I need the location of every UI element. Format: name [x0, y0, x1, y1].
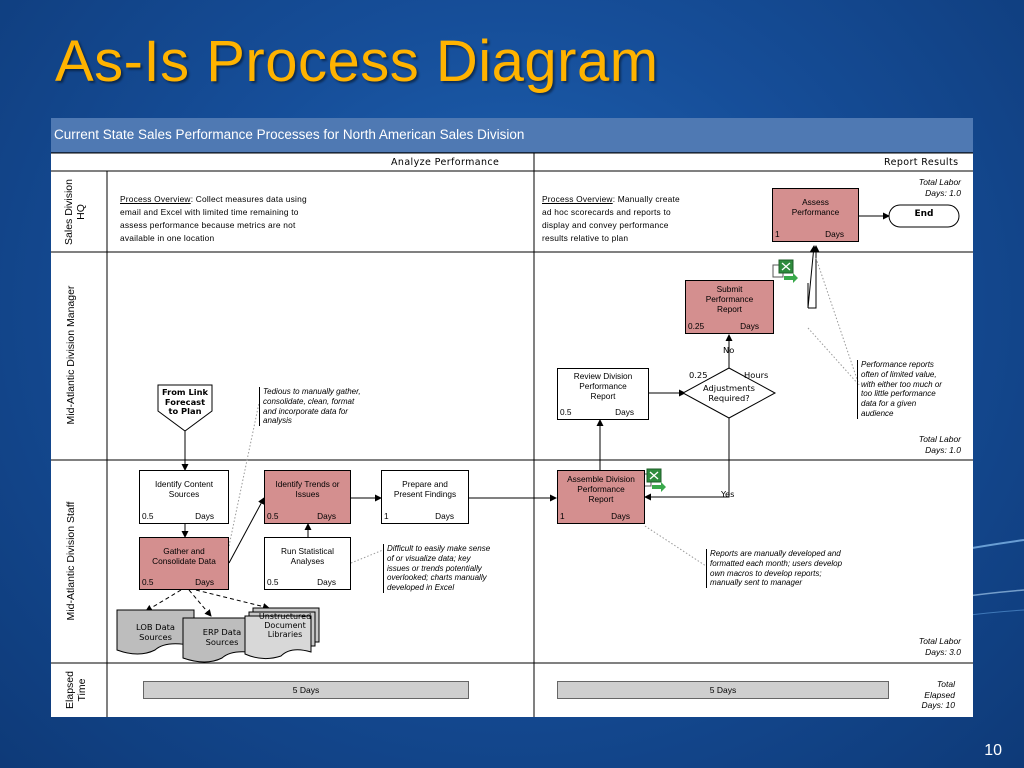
decision-diamond: [681, 367, 777, 419]
overview-label: Process Overview: [120, 194, 191, 204]
overview-report: Process Overview: Manually create ad hoc…: [542, 193, 680, 245]
box-assess-performance: Assess Performance 1 Days: [772, 188, 859, 242]
arrow-decision-yes-to-assemble: [644, 418, 730, 501]
box-unit: Days: [615, 407, 634, 417]
box-label: Submit Performance Report: [705, 284, 754, 314]
box-identify-trends: Identify Trends or Issues 0.5 Days: [264, 470, 351, 524]
decision-unit: Hours: [744, 370, 769, 380]
box-duration: 0.5: [267, 511, 279, 521]
diagram-header-title: Current State Sales Performance Processe…: [54, 127, 525, 142]
excel-attachment-icon-2: [640, 468, 666, 492]
process-diagram: Current State Sales Performance Processe…: [51, 118, 973, 717]
phase-report: Report Results: [884, 157, 959, 168]
box-duration: 0.25: [688, 321, 705, 331]
box-identify-content-sources: Identify Content Sources 0.5 Days: [139, 470, 229, 524]
overview-report-text: : Manually create ad hoc scorecards and …: [542, 194, 680, 244]
from-link-shape: [157, 384, 213, 432]
doc-unstructured-libraries: [244, 615, 312, 660]
box-label: Gather and Consolidate Data: [152, 545, 216, 566]
box-label: Prepare and Present Findings: [393, 479, 457, 499]
arrow-gather-to-trends: [228, 497, 265, 564]
overview-analyze-text: : Collect measures data using email and …: [120, 194, 307, 244]
elapsed-bar-analyze: 5 Days: [143, 681, 469, 699]
phase-analyze: Analyze Performance: [391, 157, 500, 168]
box-duration: 0.5: [142, 577, 154, 587]
box-unit: Days: [825, 229, 844, 239]
decision-yes: Yes: [721, 489, 735, 499]
box-unit: Days: [740, 321, 759, 331]
box-unit: Days: [195, 511, 214, 521]
note-difficult: Difficult to easily make sense of or vis…: [383, 544, 490, 593]
source-erp: ERP Data Sources: [202, 627, 242, 648]
box-duration: 1: [384, 511, 389, 521]
box-duration: 1: [560, 511, 565, 521]
arrow-submit-to-assess: [807, 245, 817, 309]
box-unit: Days: [195, 577, 214, 587]
note-reports-developed: Reports are manually developed and forma…: [706, 549, 842, 588]
elapsed-bar-report: 5 Days: [557, 681, 889, 699]
source-lob: LOB Data Sources: [136, 622, 175, 643]
labor-manager: Total Labor Days: 1.0: [918, 434, 961, 455]
from-link-label: From Link Forecast to Plan: [161, 387, 209, 417]
source-unstructured: Unstructured Document Libraries: [258, 612, 312, 639]
box-run-statistical: Run Statistical Analyses 0.5 Days: [264, 537, 351, 590]
box-unit: Days: [435, 511, 454, 521]
box-submit-report: Submit Performance Report 0.25 Days: [685, 280, 774, 334]
note-reports-limited: Performance reports often of limited val…: [857, 360, 942, 419]
box-duration: 1: [775, 229, 780, 239]
lane-division-manager: Mid-Atlantic Division Manager: [65, 285, 77, 425]
labor-elapsed: Total Elapsed Days: 10: [921, 679, 955, 711]
end-label: End: [914, 209, 934, 219]
decision-no: No: [723, 345, 735, 355]
slide-title: As-Is Process Diagram: [55, 29, 659, 94]
decision-duration: 0.25: [689, 370, 708, 380]
box-label: Assemble Division Performance Report: [567, 474, 635, 504]
box-assemble-report: Assemble Division Performance Report 1 D…: [557, 470, 645, 524]
labor-hq: Total Labor Days: 1.0: [918, 177, 961, 198]
overview-analyze: Process Overview: Collect measures data …: [120, 193, 307, 245]
box-unit: Days: [317, 511, 336, 521]
box-unit: Days: [317, 577, 336, 587]
box-label: Assess Performance: [791, 197, 840, 217]
box-label: Review Division Performance Report: [573, 371, 633, 401]
box-unit: Days: [611, 511, 630, 521]
box-review-report: Review Division Performance Report 0.5 D…: [557, 368, 649, 420]
box-duration: 0.5: [267, 577, 279, 587]
decision-label: Adjustments Required?: [703, 383, 755, 403]
lane-division-staff: Mid-Atlantic Division Staff: [65, 501, 77, 621]
lane-sales-hq: Sales Division HQ: [63, 179, 87, 245]
box-label: Identify Trends or Issues: [275, 479, 340, 499]
lane-elapsed-time: Elapsed Time: [64, 671, 88, 709]
box-prepare-present: Prepare and Present Findings 1 Days: [381, 470, 469, 524]
page-number: 10: [984, 742, 1002, 759]
diagram-header: Current State Sales Performance Processe…: [51, 118, 973, 153]
overview-label: Process Overview: [542, 194, 613, 204]
box-duration: 0.5: [142, 511, 154, 521]
box-label: Run Statistical Analyses: [280, 545, 335, 566]
excel-attachment-icon-1: [772, 259, 798, 283]
box-label: Identify Content Sources: [154, 479, 214, 499]
box-gather-consolidate: Gather and Consolidate Data 0.5 Days: [139, 537, 229, 590]
diagram-lines: [51, 152, 973, 717]
box-duration: 0.5: [560, 407, 572, 417]
labor-staff: Total Labor Days: 3.0: [918, 636, 961, 657]
note-tedious: Tedious to manually gather, consolidate,…: [259, 387, 361, 426]
end-terminator: [888, 204, 960, 228]
